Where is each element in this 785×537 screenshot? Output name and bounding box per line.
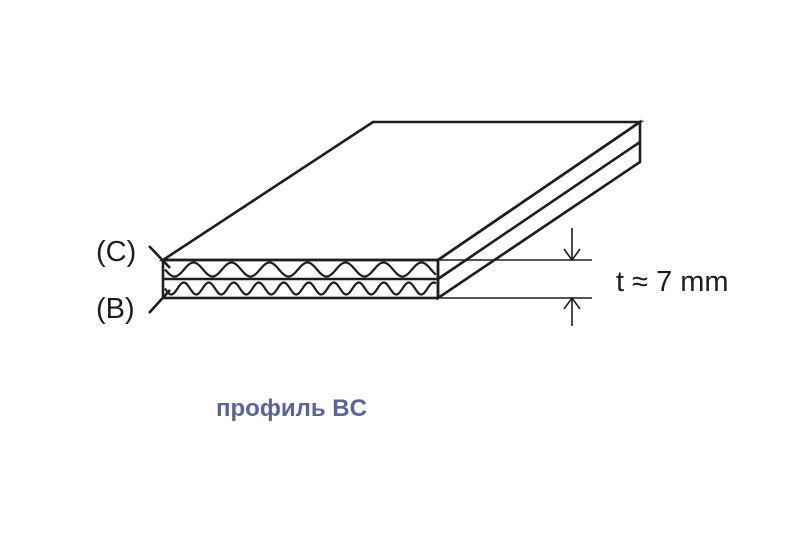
- layer-c-leader: [148, 245, 171, 269]
- profile-caption: профиль BC: [216, 395, 367, 422]
- board-side-liner: [437, 140, 641, 281]
- layer-b-label: (B): [96, 293, 135, 325]
- dimension-arrows-icon: [563, 228, 581, 326]
- thickness-label: t ≈ 7 mm: [616, 266, 729, 298]
- layer-b-leader: [148, 289, 171, 314]
- layer-c-label: (C): [96, 236, 136, 268]
- flute-b-wave: [164, 281, 437, 296]
- flute-c-wave: [164, 261, 437, 278]
